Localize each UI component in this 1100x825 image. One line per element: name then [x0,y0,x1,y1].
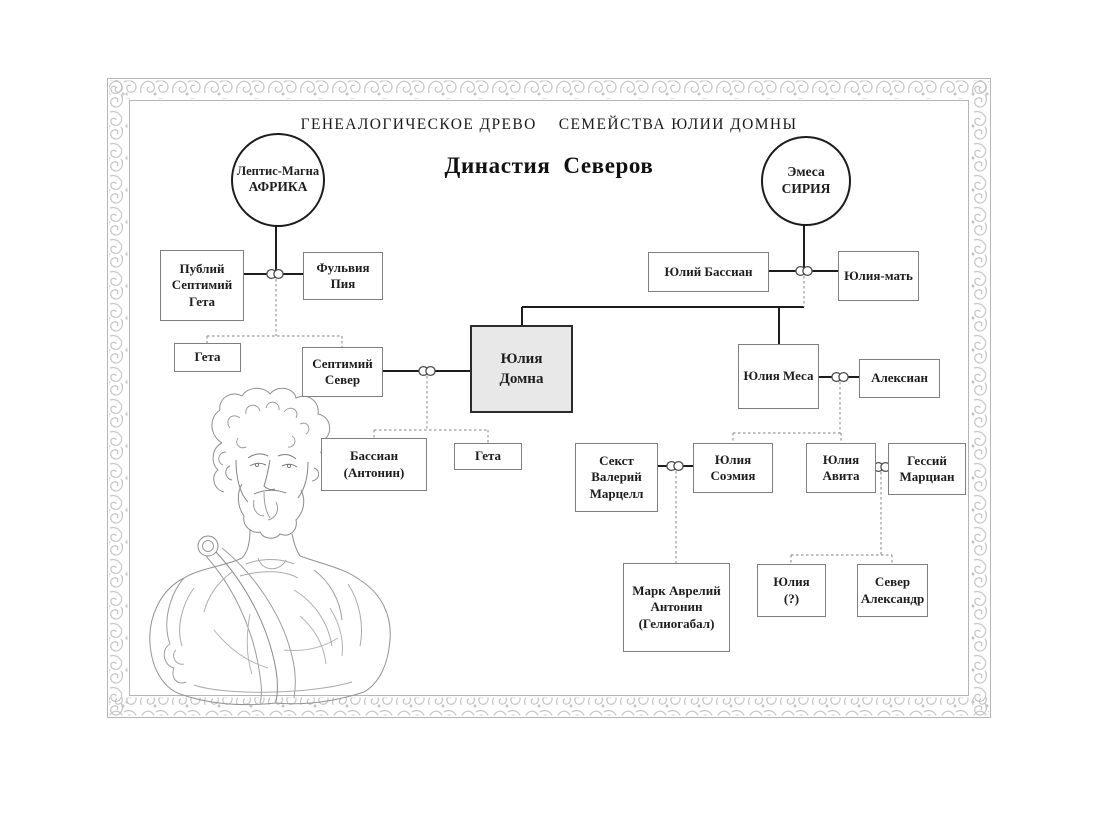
person-name-line: Секст [599,453,634,469]
person-box-julija-avita: Юлия Авита [806,443,876,493]
person-name-line: Пия [330,276,356,291]
origin-city-label: Лептис-Магна [236,163,320,178]
person-name-line: Марк Аврелий [632,583,721,599]
poster-title-part2: СЕМЕЙСТВА ЮЛИИ ДОМНЫ [558,116,798,133]
person-name-line: Юлий Бассиан [664,263,753,279]
person-name-line: Марциан [899,469,955,484]
person-name-line: Юлия Меса [743,368,814,384]
person-name-line: Юлия-мать [844,267,913,283]
origin-circle-leptis-magna: Лептис-Магна АФРИКА [231,133,325,227]
person-name-line: Гета [194,349,221,365]
septimius-severus-bust-illustration [149,387,391,706]
person-name-line: Фульвия [316,259,370,275]
person-box-julija-q: Юлия (?) [757,564,826,617]
origin-circle-emesa: Эмеса СИРИЯ [761,136,851,226]
person-name-line: Гета [474,448,502,464]
person-box-sekst-valerij-marcell: Секст Валерий Марцелл [575,443,658,512]
person-name-line: Север [874,574,911,590]
person-box-sever-aleksandr: Север Александр [857,564,928,617]
person-name-line: (Антонин) [343,464,405,480]
marriage-rings-icon [831,371,849,383]
person-name-line: Север [324,372,361,387]
person-name-line: Марцелл [589,485,644,501]
person-name-line: Юлия [500,350,543,367]
person-name-line: Домна [499,371,544,387]
person-box-bassian-antonin: Бассиан (Антонин) [321,438,427,491]
person-name-line: Авита [822,468,860,483]
origin-city-label: Эмеса [787,164,825,180]
person-box-gessij-marcian: Гессий Марциан [888,443,966,495]
person-box-septimij-sever: Септимий Север [302,347,383,397]
person-name-line: (?) [783,590,800,606]
origin-region-label: СИРИЯ [781,181,831,196]
person-name-line: Гета [188,293,216,309]
person-name-line: Соэмия [710,468,756,483]
person-box-mark-avrelij-antonin: Марк Аврелий Антонин (Гелиогабал) [623,563,730,652]
marriage-rings-icon [666,460,684,472]
person-name-line: Алексиан [871,370,928,386]
poster-subtitle-word1: Династия [444,153,551,178]
person-name-line: (Гелиогабал) [638,615,715,631]
poster-subtitle-word2: Северов [563,153,654,178]
ornamental-border [107,78,991,718]
person-box-geta-jr: Гета [454,443,522,470]
person-box-julij-bassian: Юлий Бассиан [648,252,769,292]
person-box-aleksian: Алексиан [859,359,940,398]
person-name-line: Бассиан [349,448,399,464]
origin-region-label: АФРИКА [248,179,308,195]
person-name-line: Публий [179,261,225,277]
person-box-geta-sr: Гета [174,343,241,372]
poster-title: ГЕНЕАЛОГИЧЕСКОЕ ДРЕВО СЕМЕЙСТВА ЮЛИИ ДОМН… [107,116,991,134]
person-name-line: Юлия [822,451,860,467]
poster-subtitle: Династия Северов [107,153,991,179]
person-name-line: Александр [860,590,925,606]
person-name-line: Септимий [312,355,373,371]
marriage-rings-icon [418,365,436,377]
person-box-julija-domna: Юлия Домна [470,325,573,413]
marriage-rings-icon [266,268,284,280]
person-name-line: Юлия [714,451,752,467]
person-name-line: Валерий [591,469,642,485]
person-name-line: Септимий [171,277,233,293]
poster-title-part1: ГЕНЕАЛОГИЧЕСКОЕ ДРЕВО [300,116,537,133]
person-box-julija-mat: Юлия-мать [838,251,919,301]
person-name-line: Юлия [773,574,810,590]
person-box-julija-soemija: Юлия Соэмия [693,443,773,493]
person-box-publij-septimij-geta: Публий Септимий Гета [160,250,244,321]
person-name-line: Антонин [650,599,703,615]
person-box-fulvija-pija: Фульвия Пия [303,252,383,300]
person-name-line: Гессий [907,452,947,468]
marriage-rings-icon [795,265,813,277]
person-box-julija-mesa: Юлия Меса [738,344,819,409]
